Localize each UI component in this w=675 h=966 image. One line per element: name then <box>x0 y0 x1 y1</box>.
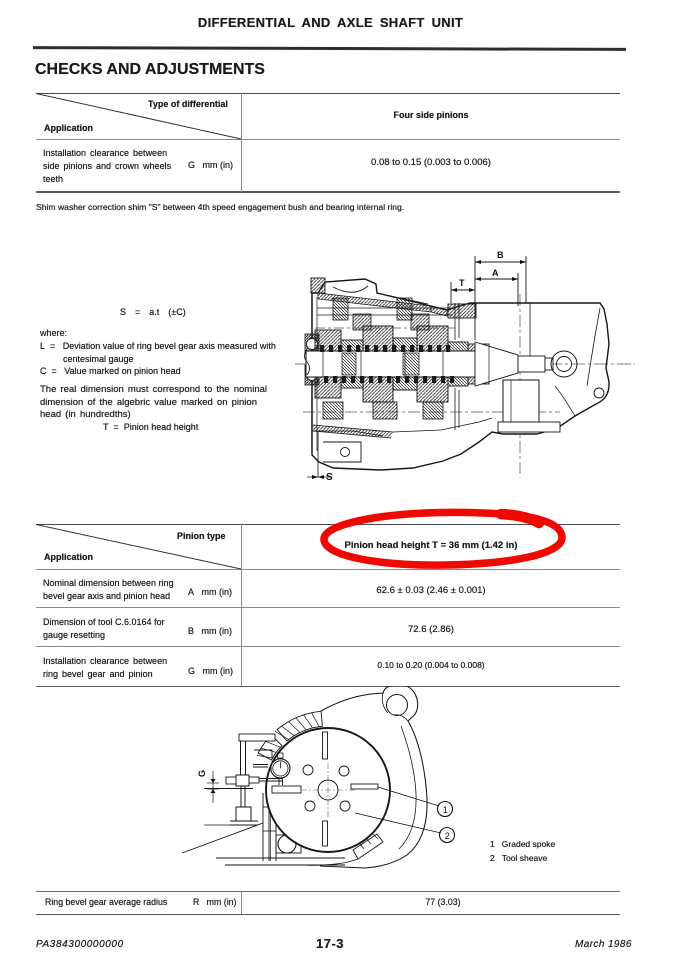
svg-text:1: 1 <box>443 805 448 815</box>
svg-text:A: A <box>492 268 499 278</box>
svg-text:G: G <box>197 770 207 777</box>
svg-text:S: S <box>326 472 333 483</box>
svg-text:B: B <box>497 250 504 260</box>
svg-text:2: 2 <box>445 831 450 841</box>
svg-text:T: T <box>459 278 465 288</box>
